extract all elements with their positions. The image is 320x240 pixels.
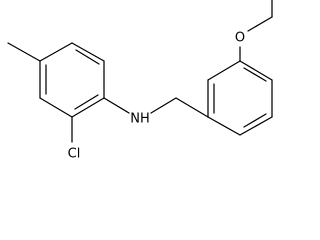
aniline-ring <box>39 42 105 118</box>
ring1-bond-top-right <box>71 42 105 62</box>
o-ch2-bond <box>247 16 273 32</box>
ring1-bond-bottom-right <box>71 97 105 118</box>
ring1-double-bond-a <box>75 49 100 65</box>
oxygen-label: O <box>235 31 245 46</box>
molecule-canvas: O NH Cl <box>7 0 273 162</box>
chemical-structure-diagram: O NH Cl <box>7 0 273 162</box>
aryl-n-bond <box>103 97 130 114</box>
methyl-bond <box>7 42 41 62</box>
ring2-bond-bottom-left <box>207 116 241 136</box>
ring2-bond-top <box>207 60 241 81</box>
ch2-benzyl-bond <box>175 97 209 118</box>
ring1-double-bond-b <box>74 94 99 110</box>
nitrogen-label: NH <box>130 112 150 127</box>
ring1-bond-bottom-left <box>39 97 73 118</box>
ring2-bond-top-right <box>239 60 273 81</box>
ring1-bond-top-left <box>39 42 73 62</box>
ring2-double-bond-b <box>243 67 267 82</box>
ring2-bond-bottom-right <box>239 116 273 136</box>
n-ch2-bond <box>150 97 177 114</box>
chlorine-label: Cl <box>68 147 81 162</box>
ring2-double-bond-c <box>243 113 267 128</box>
benzyl-ring <box>207 60 273 136</box>
